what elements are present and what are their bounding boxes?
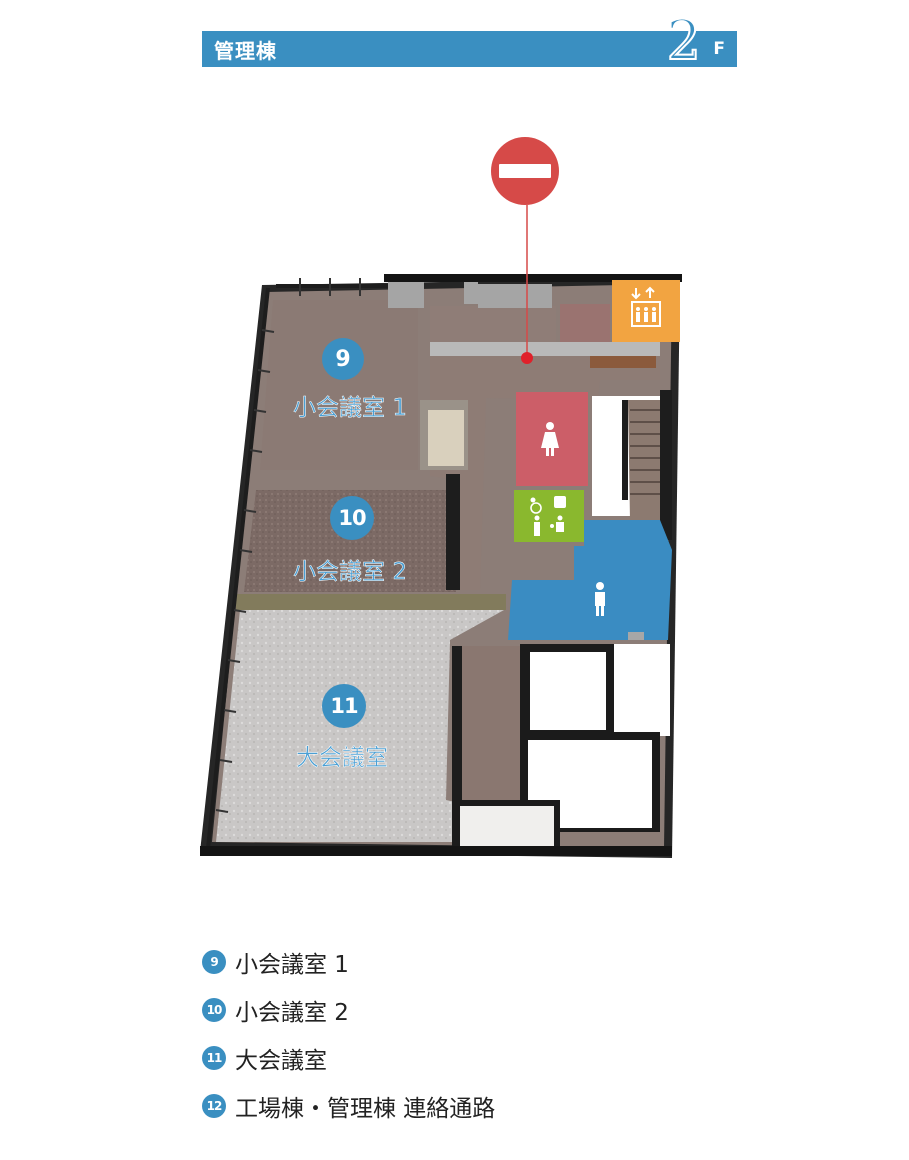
window-frames — [206, 284, 390, 849]
legend-number-badge: 9 — [202, 950, 226, 974]
room-9-label: 小会議室 1 — [293, 395, 407, 422]
staircase — [592, 396, 662, 520]
parent-child-icon — [550, 515, 564, 532]
partition-wall — [236, 594, 506, 610]
accessible-restroom[interactable] — [514, 490, 584, 542]
room-legend: 9 小会議室 1 10 小会議室 2 11 大会議室 12 工場棟・管理棟 連絡… — [202, 938, 495, 1130]
legend-label: 小会議室 2 — [235, 1000, 349, 1026]
legend-number-badge: 12 — [202, 1094, 226, 1118]
legend-item[interactable]: 9 小会議室 1 — [202, 938, 495, 986]
room-10-number: 10 — [338, 506, 366, 530]
room-11-marker[interactable]: 11 — [322, 684, 366, 728]
room-9-number: 9 — [335, 346, 351, 372]
legend-number-badge: 10 — [202, 998, 226, 1022]
no-entry-icon — [491, 137, 559, 205]
elevator-icon — [631, 286, 661, 327]
room-11-number: 11 — [330, 694, 358, 718]
no-entry-marker-point — [521, 352, 533, 364]
legend-item[interactable]: 12 工場棟・管理棟 連絡通路 — [202, 1082, 495, 1130]
room-10-marker[interactable]: 10 — [330, 496, 374, 540]
room-9-area[interactable] — [260, 300, 418, 470]
floor-map — [200, 137, 682, 858]
room-11-area[interactable] — [216, 610, 504, 842]
male-icon — [595, 582, 605, 616]
room-9-marker[interactable]: 9 — [322, 338, 364, 380]
wheelchair-icon — [530, 497, 542, 514]
building-name: 管理棟 — [214, 39, 277, 63]
legend-label: 大会議室 — [235, 1048, 327, 1074]
floor-suffix: F — [713, 39, 725, 59]
legend-number-badge: 11 — [202, 1046, 226, 1070]
room-11-label: 大会議室 — [296, 745, 389, 772]
mens-restroom[interactable] — [508, 520, 672, 640]
floor-number: 2 — [666, 8, 702, 73]
legend-label: 工場棟・管理棟 連絡通路 — [235, 1096, 496, 1122]
legend-label: 小会議室 1 — [235, 952, 349, 978]
mullions — [215, 278, 361, 813]
legend-item[interactable]: 11 大会議室 — [202, 1034, 495, 1082]
female-icon — [541, 422, 559, 456]
ostomate-icon — [554, 496, 566, 508]
legend-item[interactable]: 10 小会議室 2 — [202, 986, 495, 1034]
room-10-label: 小会議室 2 — [293, 559, 407, 586]
floor-header: 管理棟 2 F — [202, 8, 737, 73]
room-10-area[interactable] — [244, 490, 456, 592]
elderly-icon — [534, 515, 540, 536]
